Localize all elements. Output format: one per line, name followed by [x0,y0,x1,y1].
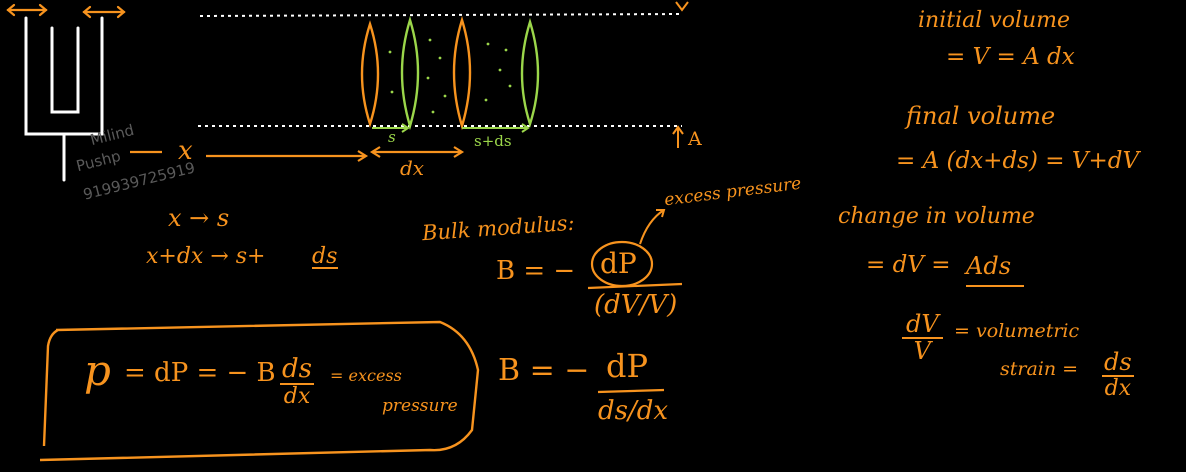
annotation-arrow [639,209,665,245]
strain-word: strain = [1000,358,1079,380]
change-volume-title: change in volume [838,204,1035,229]
boxed-p: p [84,346,111,395]
top-arrow-tip [675,1,689,12]
eq1-lhs: B = − [496,256,576,286]
x-label: x [178,136,193,166]
area-arrow [672,125,684,148]
eq2-lhs: B = − [498,353,590,388]
boxed-fraction: ds dx [280,354,314,410]
eq2-den: ds/dx [598,396,669,426]
eq2-num: dP [606,347,649,385]
piston-apparatus [24,16,104,182]
particle-dots [388,38,512,114]
change-volume-eq-left: = dV = [866,252,951,278]
strain-num: dV [902,311,943,340]
displacement-arrows [372,123,530,133]
element-layers-orange [360,15,472,131]
fraction-bars [587,282,683,394]
strain-frac-den: dx [1104,376,1132,402]
dx-arrow [369,146,465,158]
tube-walls [198,13,683,127]
boxed-frac-den: dx [283,384,311,410]
area-label: A [688,128,702,150]
change-volume-ads: Ads [966,252,1012,280]
strain-fraction: dV V [902,311,943,366]
map-line2-left: x+dx → s+ [146,244,266,269]
x-arrow [130,150,369,162]
strain-frac-num: ds [1102,348,1134,378]
s-ds-label: s+ds [474,132,512,150]
boxed-frac-num: ds [280,354,314,386]
boxed-tail2: pressure [382,396,458,416]
final-volume-title: final volume [906,102,1056,130]
map-line2-ds: ds [312,244,338,269]
initial-volume-title: initial volume [918,8,1071,33]
strain-den: V [913,337,932,366]
s-label: s [388,128,396,146]
boxed-tail: = excess [330,366,402,385]
formula-box [39,320,480,462]
final-volume-eq: = A (dx+ds) = V+dV [896,148,1140,174]
strain-ds-dx-fraction: ds dx [1102,348,1134,402]
strain-eq: = volumetric [954,320,1080,342]
eq1-num: dP [600,247,637,280]
vibration-arrows [6,3,126,19]
eq1-den: (dV/V) [594,290,678,320]
dx-label: dx [400,156,425,180]
map-line1: x → s [168,204,230,232]
initial-volume-eq: = V = A dx [946,44,1075,70]
boxed-mid: = dP = − B [124,358,276,388]
element-layers-green [400,15,540,131]
